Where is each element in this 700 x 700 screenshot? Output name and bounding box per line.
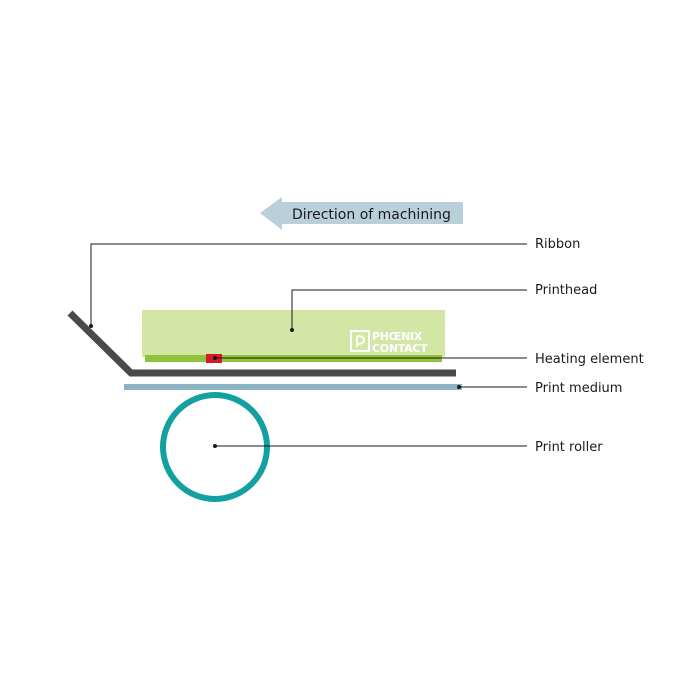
direction-label: Direction of machining [292, 207, 451, 223]
logo-line-2: CONTACT [372, 342, 428, 355]
leader-dot-ribbon [89, 324, 93, 328]
phoenix-contact-logo: PHŒNIX CONTACT [350, 330, 428, 355]
print-roller [160, 392, 270, 502]
leader-lines [89, 243, 527, 448]
logo-mark-inner [356, 335, 365, 347]
label-print-roller: Print roller [535, 440, 603, 455]
logo-line-1: PHŒNIX [372, 330, 423, 343]
label-print-medium: Print medium [535, 381, 622, 396]
label-printhead: Printhead [535, 283, 597, 298]
ribbon [67, 310, 456, 377]
label-ribbon: Ribbon [535, 237, 580, 252]
printhead [142, 310, 445, 357]
leader-dot-printhead [290, 328, 294, 332]
leader-dot-heating-element [213, 356, 217, 360]
print-medium [124, 384, 462, 390]
direction-arrow-shape [260, 197, 463, 230]
leader-dot-print-medium [457, 385, 461, 389]
direction-arrow: Direction of machining [260, 197, 463, 230]
leader-printhead [291, 289, 527, 330]
label-heating-element: Heating element [535, 352, 644, 367]
leader-ribbon [90, 243, 527, 326]
leader-dot-print-roller [213, 444, 217, 448]
logo-mark [350, 330, 370, 352]
